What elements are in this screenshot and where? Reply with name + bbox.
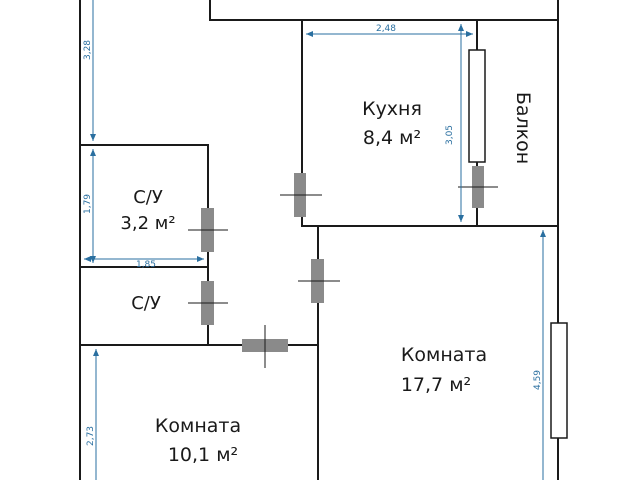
wall-top-stub [209, 0, 303, 21]
window-room-large [550, 322, 568, 439]
room-name-bathroom-1: С/У [133, 187, 163, 208]
dimension-lines [84, 0, 546, 480]
door-room-large [298, 259, 340, 303]
dimension-top-corridor-height: 3,28 [83, 40, 93, 60]
windows [468, 49, 568, 439]
window-balcony [468, 49, 486, 163]
door-kitchen [280, 173, 322, 217]
door-room-small [242, 325, 288, 368]
door-balcony [458, 166, 498, 208]
dimension-kitchen-width: 2,48 [376, 24, 396, 34]
dimension-bathroom-width: 1,85 [136, 260, 156, 270]
room-area-large: 17,7 м² [401, 374, 471, 396]
dimension-kitchen-depth: 3,05 [445, 125, 455, 145]
door-bathroom-1 [188, 208, 228, 252]
dimension-small-room-height: 2,73 [86, 426, 96, 446]
door-bathroom-2 [188, 281, 228, 325]
room-name-bathroom-2: С/У [131, 293, 161, 314]
walls [79, 0, 559, 480]
dimension-bathroom-height: 1,79 [83, 194, 93, 214]
room-name-large: Комната [401, 344, 487, 366]
doors [188, 166, 498, 368]
dimension-large-room-height: 4,59 [533, 370, 543, 390]
room-area-bathroom-1: 3,2 м² [120, 213, 175, 234]
room-area-kitchen: 8,4 м² [363, 127, 421, 149]
room-area-small: 10,1 м² [168, 444, 238, 466]
room-name-kitchen: Кухня [362, 98, 422, 120]
room-name-small: Комната [155, 415, 241, 437]
room-name-balcony: Балкон [512, 92, 534, 164]
